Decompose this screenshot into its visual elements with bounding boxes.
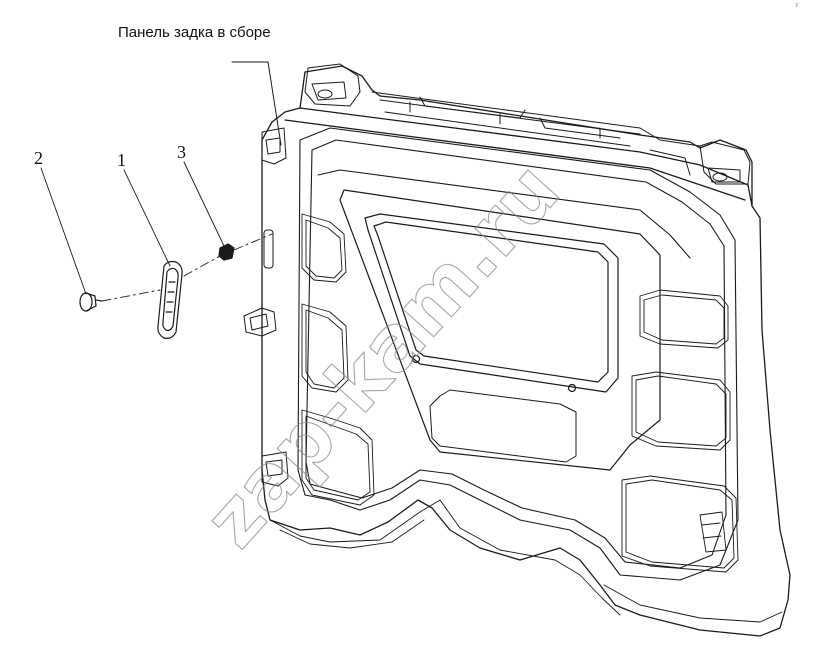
callout-leaders xyxy=(40,161,225,295)
rear-panel-outline xyxy=(261,65,791,637)
right-pockets xyxy=(621,289,739,573)
left-hinge-brackets xyxy=(243,127,289,487)
part-3-clip xyxy=(218,243,235,261)
watermark: zap-kam.ru xyxy=(187,145,577,565)
assembly-label: Панель задка в сборе xyxy=(118,24,271,41)
corner-mark: r xyxy=(796,2,799,9)
assembly-axis xyxy=(101,233,273,302)
callout-3: 3 xyxy=(177,142,186,162)
watermark-text: zap-kam.ru xyxy=(187,146,576,564)
lower-recess xyxy=(429,389,577,463)
left-pockets xyxy=(301,213,375,506)
assembly-leader-line xyxy=(231,61,282,146)
callout-1: 1 xyxy=(117,150,126,170)
part-1-vent-grille xyxy=(157,260,183,339)
inner-trim-panel xyxy=(297,127,739,581)
part-2-rivet xyxy=(79,292,103,312)
lower-skirt xyxy=(269,499,783,623)
top-flange xyxy=(304,63,751,185)
rear-window xyxy=(339,189,661,471)
callout-2: 2 xyxy=(34,148,43,168)
